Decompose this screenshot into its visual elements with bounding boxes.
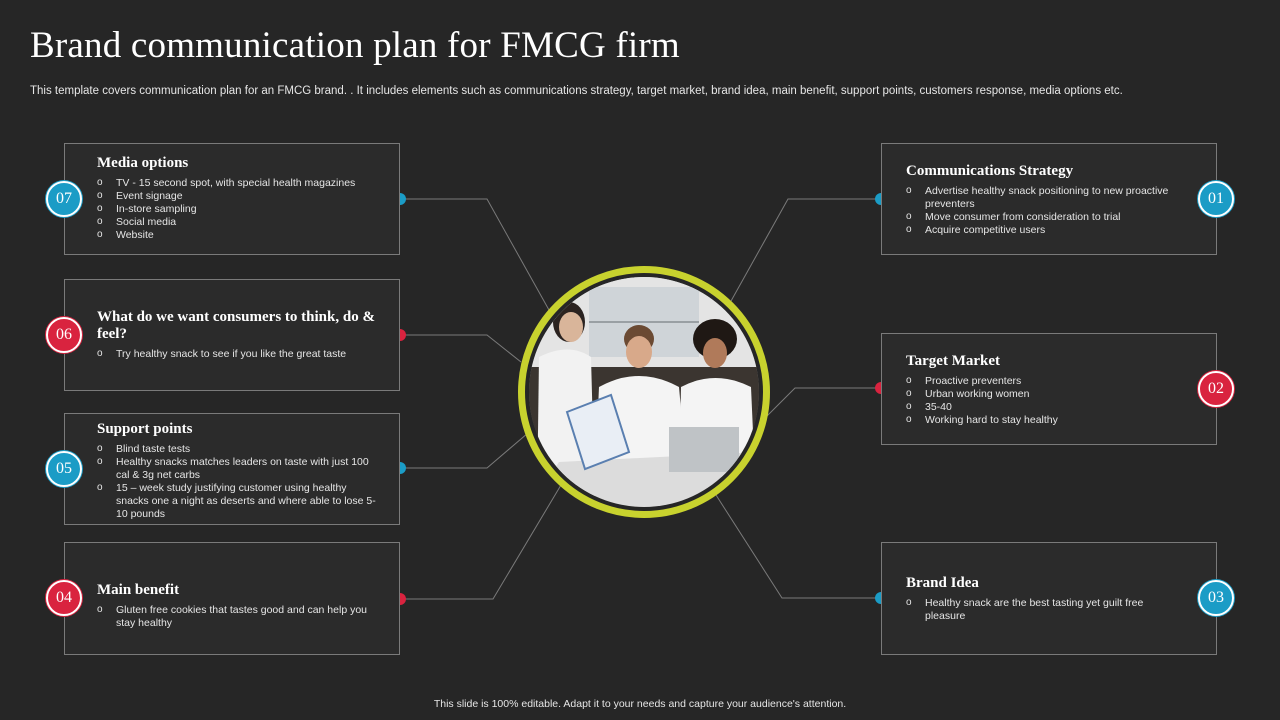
card-title: Media options [97,155,189,171]
footer-note: This slide is 100% editable. Adapt it to… [433,698,847,710]
page-subtitle: This template covers communication plan … [30,85,1123,97]
bullet-list: TV - 15 second spot, with special health… [97,176,387,242]
center-photo-ring [518,266,770,518]
bullet-item: Working hard to stay healthy [906,413,1196,427]
bullet-item: Healthy snack are the best tasting yet g… [906,596,1166,623]
team-meeting-photo [529,277,759,507]
bullet-item: Blind taste tests [97,442,382,456]
bullet-item: Advertise healthy snack positioning to n… [906,184,1196,211]
connector-02 [765,387,881,418]
bullet-item: Move consumer from consideration to tria… [906,210,1196,224]
number-badge-04: 04 [46,580,82,616]
bullet-list: Gluten free cookies that tastes good and… [97,603,382,630]
card-brand-idea: Brand Idea Healthy snack are the best ta… [881,542,1217,655]
bullet-list: Proactive preventers Urban working women… [906,374,1196,427]
connector-03 [715,494,881,599]
card-consumer-response: What do we want consumers to think, do &… [64,279,400,391]
bullet-item: Urban working women [906,387,1196,401]
card-main-benefit: Main benefit Gluten free cookies that ta… [64,542,400,655]
bullet-item: 15 – week study justifying customer usin… [97,481,382,521]
connector-01 [725,198,881,311]
number-badge-01: 01 [1198,181,1234,217]
card-media-options: Media options TV - 15 second spot, with … [64,143,400,255]
bullet-item: Event signage [97,189,387,203]
bullet-list: Healthy snack are the best tasting yet g… [906,596,1166,623]
card-title: Support points [97,421,193,437]
bullet-item: Website [97,228,387,242]
bullet-item: Social media [97,215,387,229]
connector-06 [400,334,522,363]
connector-07 [400,198,550,311]
bullet-list: Advertise healthy snack positioning to n… [906,184,1196,237]
bullet-item: Try healthy snack to see if you like the… [97,347,387,361]
card-title: Brand Idea [906,575,979,591]
card-title: Communications Strategy [906,163,1074,179]
bullet-item: Acquire competitive users [906,223,1196,237]
bullet-item: Gluten free cookies that tastes good and… [97,603,382,630]
team-meeting-illustration [529,277,759,507]
number-badge-02: 02 [1198,371,1234,407]
bullet-item: Proactive preventers [906,374,1196,388]
number-badge-06: 06 [46,317,82,353]
bullet-list: Try healthy snack to see if you like the… [97,347,387,361]
number-badge-05: 05 [46,451,82,487]
bullet-item: 35-40 [906,400,1196,414]
number-badge-07: 07 [46,181,82,217]
bullet-item: Healthy snacks matches leaders on taste … [97,455,382,482]
card-target-market: Target Market Proactive preventers Urban… [881,333,1217,445]
bullet-item: In-store sampling [97,202,387,216]
page-title: Brand communication plan for FMCG firm [30,25,680,66]
bullet-list: Blind taste tests Healthy snacks matches… [97,442,382,521]
card-support-points: Support points Blind taste tests Healthy… [64,413,400,525]
connector-05 [400,432,529,469]
card-communications-strategy: Communications Strategy Advertise health… [881,143,1217,255]
number-badge-03: 03 [1198,580,1234,616]
card-title: Main benefit [97,582,180,598]
card-title: Target Market [906,353,1000,369]
bullet-item: TV - 15 second spot, with special health… [97,176,387,190]
connector-04 [400,484,562,600]
card-title: What do we want consumers to think, do &… [97,309,375,342]
